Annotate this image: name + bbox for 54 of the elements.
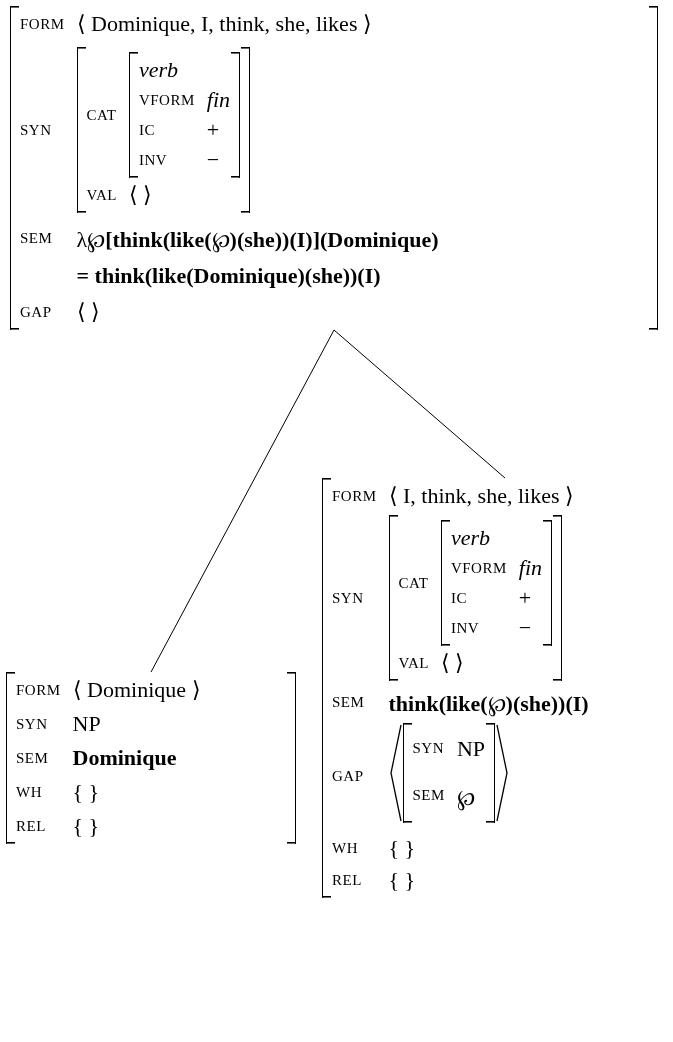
feature-value: fin [518,555,543,581]
tree-branch-line [150,329,335,673]
feature-name: REL [16,817,47,835]
feature-value: ℘ [456,783,476,811]
feature-value: { } [388,867,417,893]
feature-name: FORM [16,681,61,699]
feature-name: CAT [86,106,117,124]
feature-name: VFORM [138,91,195,109]
feature-name: SYN [20,121,53,139]
feature-name: VAL [86,186,117,204]
feature-name: INV [450,619,481,637]
feature-value: ⟨ ⟩ [76,299,102,325]
feature-value: + [206,117,221,143]
feature-name: WH [332,839,359,857]
feature-name: GAP [20,303,53,321]
feature-name: SYN [412,740,445,757]
feature-value: − [206,147,221,173]
feature-name: VFORM [450,559,507,577]
feature-value: verb [450,525,492,551]
semantic-formula: think(like(℘)(she))(I) [388,690,590,717]
feature-value: { } [72,779,101,805]
tree-branch-line [333,329,506,479]
feature-value: + [518,585,533,611]
feature-value: ⟨ ⟩ [440,650,466,676]
feature-value: ⟨ Dominique, I, think, she, likes ⟩ [76,11,373,37]
feature-name: IC [138,121,156,139]
feature-name: SYN [16,715,49,733]
feature-value: ⟨ Dominique ⟩ [72,677,202,703]
feature-value: { } [72,813,101,839]
feature-value: verb [138,57,180,83]
feature-name: INV [138,151,169,169]
feature-name: IC [450,589,468,607]
feature-value: Dominique [72,745,178,771]
feature-name: VAL [398,654,429,672]
feature-name: SEM [412,787,445,804]
feature-value: { } [388,835,417,861]
semantic-formula: = think(like(Dominique)(she))(I) [76,263,382,289]
feature-name: SYN [332,589,365,607]
feature-name: WH [16,783,43,801]
feature-value: − [518,615,533,641]
semantic-formula: λ℘[think(like(℘)(she))(I)](Dominique) [76,226,440,253]
feature-name: SEM [20,229,54,247]
feature-name: GAP [332,767,365,785]
feature-name: REL [332,871,363,889]
feature-name: CAT [398,574,429,592]
feature-name: SEM [16,749,50,767]
feature-value: ⟨ I, think, she, likes ⟩ [388,483,575,509]
feature-name: FORM [20,15,65,33]
feature-name: FORM [332,487,377,505]
feature-value: NP [72,711,102,737]
feature-value: fin [206,87,231,113]
feature-value: ⟨ ⟩ [128,182,154,208]
feature-value: NP [456,735,485,762]
feature-name: SEM [332,693,366,711]
